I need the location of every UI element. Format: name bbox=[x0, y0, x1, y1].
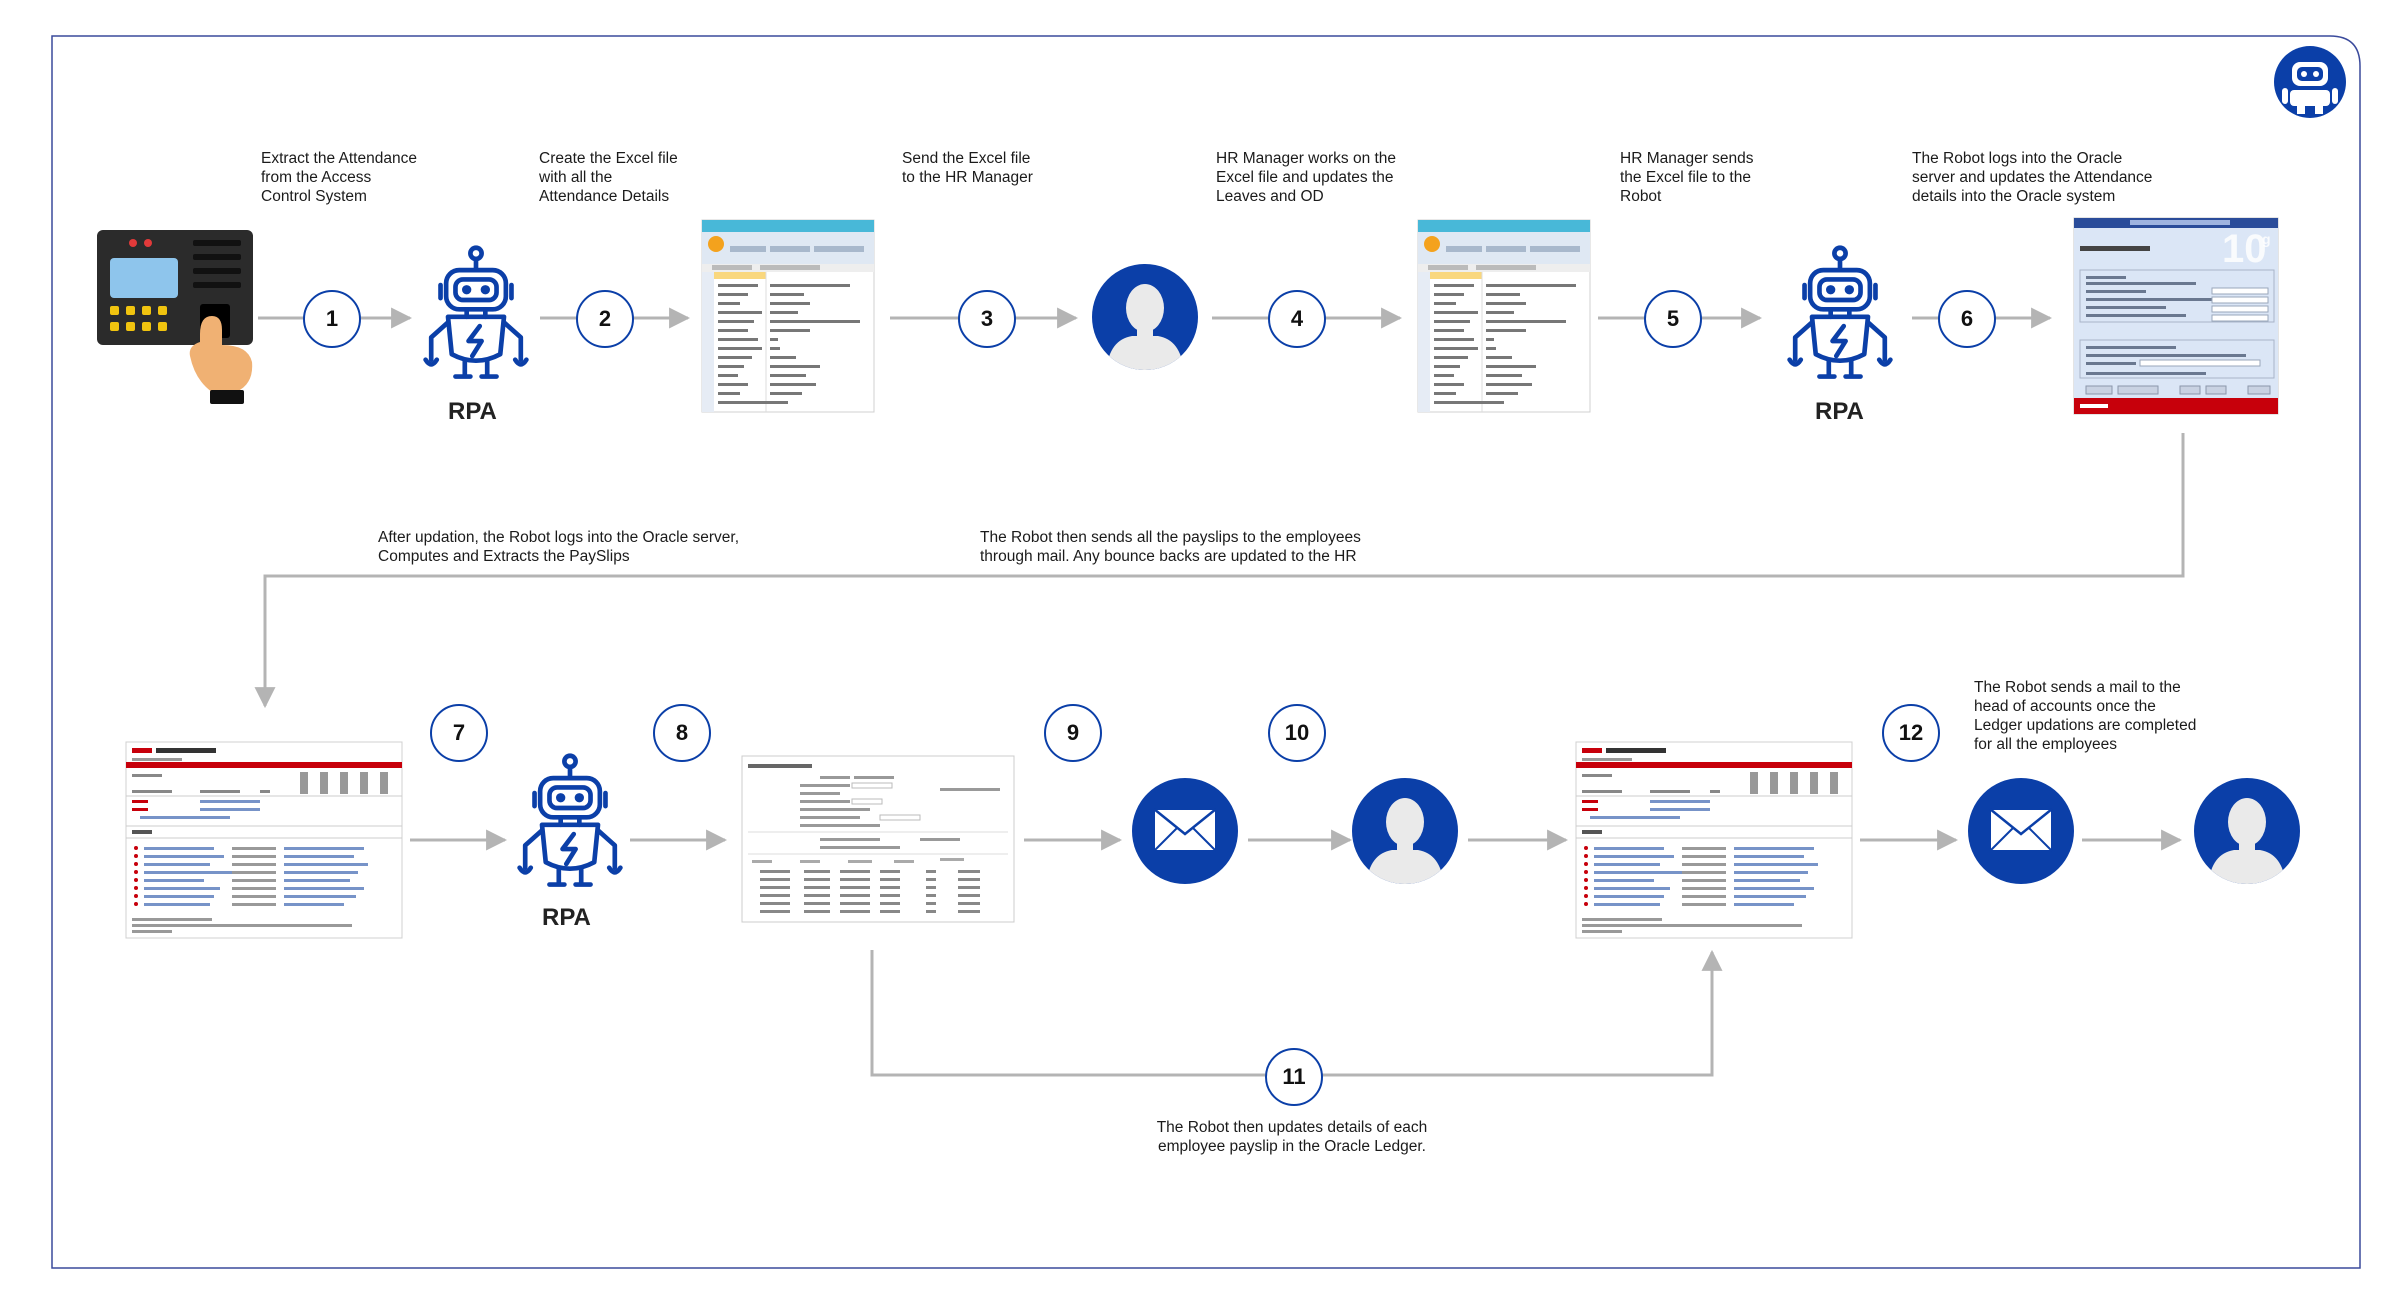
svg-text:10: 10 bbox=[2222, 227, 2267, 271]
oracle-admin-settings-screenshot: 10 g bbox=[2073, 217, 2279, 415]
caption-step-3: Send the Excel file to the HR Manager bbox=[902, 150, 1033, 186]
rpa-label: RPA bbox=[1815, 398, 1864, 425]
user-avatar-icon bbox=[1352, 778, 1458, 888]
oracle-enterprise-manager-screenshot bbox=[125, 741, 403, 939]
excel-screenshot bbox=[701, 219, 875, 413]
rpa-robot-icon bbox=[1790, 248, 1891, 377]
step-number-6: 6 bbox=[1938, 290, 1996, 348]
rpa-label: RPA bbox=[448, 398, 497, 425]
caption-step-12: The Robot sends a mail to the head of ac… bbox=[1974, 679, 2197, 753]
caption-step-7: After updation, the Robot logs into the … bbox=[378, 529, 740, 565]
access-control-device-icon bbox=[97, 230, 253, 404]
envelope-icon bbox=[1130, 776, 1240, 886]
caption-step-2: Create the Excel file with all the Atten… bbox=[539, 150, 678, 205]
caption-step-11: The Robot then updates details of each e… bbox=[1156, 1119, 1428, 1155]
step-number-5: 5 bbox=[1644, 290, 1702, 348]
row2-connectors bbox=[410, 829, 2183, 1077]
caption-step-8: The Robot then sends all the payslips to… bbox=[980, 529, 1361, 565]
step-number-1: 1 bbox=[303, 290, 361, 348]
step-number-7: 7 bbox=[430, 704, 488, 762]
step-number-3: 3 bbox=[958, 290, 1016, 348]
step-number-8: 8 bbox=[653, 704, 711, 762]
step-number-12: 12 bbox=[1882, 704, 1940, 762]
rpa-robot-icon bbox=[426, 248, 527, 377]
oracle-enterprise-manager-screenshot bbox=[1575, 741, 1853, 939]
caption-step-5: HR Manager sends the Excel file to the R… bbox=[1620, 150, 1754, 205]
rpa-robot-icon bbox=[520, 756, 621, 885]
step-number-9: 9 bbox=[1044, 704, 1102, 762]
caption-step-4: HR Manager works on the Excel file and u… bbox=[1216, 150, 1397, 205]
envelope-icon bbox=[1966, 776, 2076, 886]
svg-text:g: g bbox=[2262, 231, 2271, 247]
step-number-11: 11 bbox=[1265, 1048, 1323, 1106]
row1-connectors bbox=[254, 307, 2185, 709]
rpa-label: RPA bbox=[542, 904, 591, 931]
user-avatar-icon bbox=[1092, 264, 1198, 374]
step-number-10: 10 bbox=[1268, 704, 1326, 762]
payslip-template-screenshot bbox=[741, 755, 1015, 923]
caption-step-1: Extract the Attendance from the Access C… bbox=[261, 150, 417, 205]
caption-step-6: The Robot logs into the Oracle server an… bbox=[1912, 150, 2153, 205]
step-number-4: 4 bbox=[1268, 290, 1326, 348]
robot-badge-icon bbox=[2274, 46, 2346, 118]
user-avatar-icon bbox=[2194, 778, 2300, 888]
step-number-2: 2 bbox=[576, 290, 634, 348]
diagram-frame bbox=[51, 35, 2361, 1269]
excel-screenshot bbox=[1417, 219, 1591, 413]
